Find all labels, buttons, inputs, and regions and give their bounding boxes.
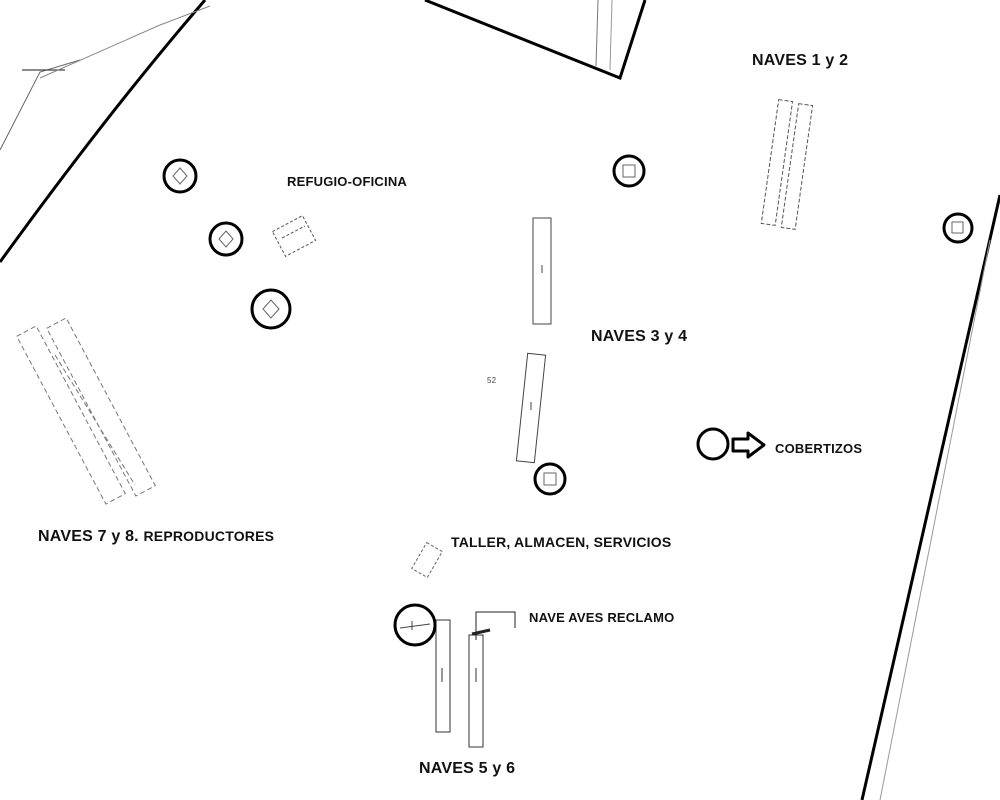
label-point-52: 52 (487, 376, 497, 385)
road-diagonal (39, 5, 211, 79)
marker-1 (162, 158, 198, 194)
road-upper-left (0, 59, 81, 151)
boundary-top-inner-2 (609, 0, 613, 71)
naves-1-2-buildings (760, 99, 814, 230)
naves-7-8-buildings (16, 317, 156, 505)
naves-3-4-buildings (515, 217, 552, 464)
boundary-right (860, 194, 1000, 800)
nave-aves-reclamo-building (471, 611, 516, 640)
marker-6 (533, 462, 567, 496)
marker-5 (942, 212, 974, 244)
refugio-oficina-building (271, 214, 317, 258)
boundary-top-inner (595, 0, 599, 67)
label-cobertizos: COBERTIZOS (775, 441, 863, 456)
label-naves-3-4: NAVES 3 y 4 (591, 328, 688, 345)
marker-4 (612, 154, 646, 188)
label-naves-1-2: NAVES 1 y 2 (752, 52, 849, 69)
cobertizos-arrow (731, 431, 766, 459)
taller-building (411, 541, 443, 579)
label-taller-almacen-servicios: TALLER, ALMACEN, SERVICIOS (451, 534, 672, 550)
label-naves-7-8-main: NAVES 7 y 8. (38, 528, 139, 545)
label-reproductores: REPRODUCTORES (143, 528, 275, 544)
marker-2 (208, 221, 244, 257)
boundary-left (0, 0, 207, 263)
boundary-top (424, 0, 647, 80)
label-refugio-oficina: REFUGIO-OFICINA (287, 174, 407, 189)
marker-3 (250, 288, 292, 330)
label-nave-aves-reclamo: NAVE AVES RECLAMO (529, 610, 675, 625)
label-naves-7-8: NAVES 7 y 8. REPRODUCTORES (38, 528, 274, 546)
label-naves-5-6: NAVES 5 y 6 (419, 760, 516, 777)
marker-7 (696, 427, 730, 461)
marker-group (162, 154, 974, 647)
marker-8 (393, 603, 437, 647)
boundary-right-inner (879, 239, 991, 800)
